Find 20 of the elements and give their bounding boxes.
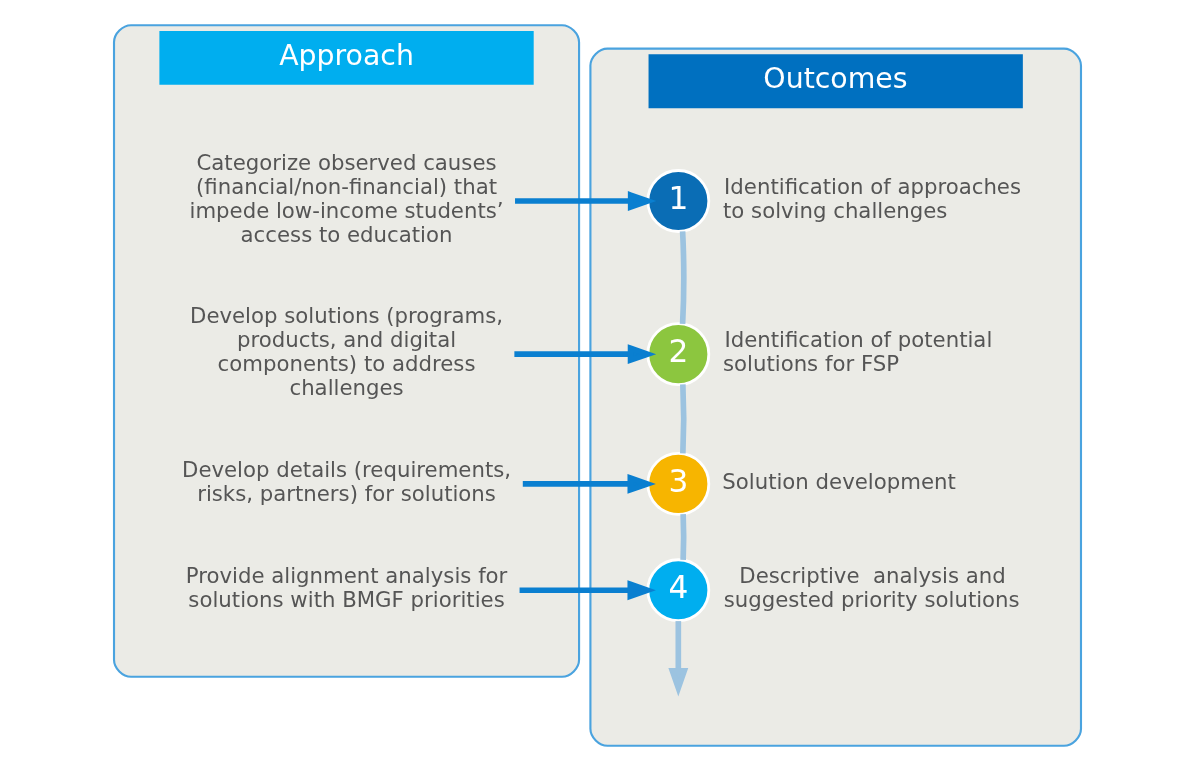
connector [679, 514, 686, 560]
node-text: Develop details (requirements, risks, partners) for solutions [181, 456, 511, 506]
node-circle: 2 [645, 322, 710, 387]
connector [679, 231, 686, 324]
node-label: Identification of potential solutions for FSP [722, 327, 992, 377]
node-text: Categorize observed causes (financial/non-financial) that impede low-income students’ access to education [188, 149, 504, 248]
arrow [667, 621, 688, 697]
connector [679, 384, 686, 454]
node-circle: 4 [645, 558, 710, 623]
node-circle: 3 [645, 451, 710, 516]
node-text: Develop solutions (programs, products, and digital components) to address challenges [189, 302, 503, 401]
arrow [519, 580, 656, 601]
arrow [513, 344, 656, 365]
node-label: Descriptive analysis and suggested priority solutions [723, 563, 1020, 613]
node-circle: 1 [645, 169, 710, 233]
arrow [522, 473, 656, 494]
node-label: Solution development [721, 468, 956, 494]
node-label: Identification of approaches to solving challenges [722, 173, 1021, 224]
arrow [514, 191, 656, 211]
node-text: Provide alignment analysis for solutions with BMGF priorities [185, 563, 507, 613]
